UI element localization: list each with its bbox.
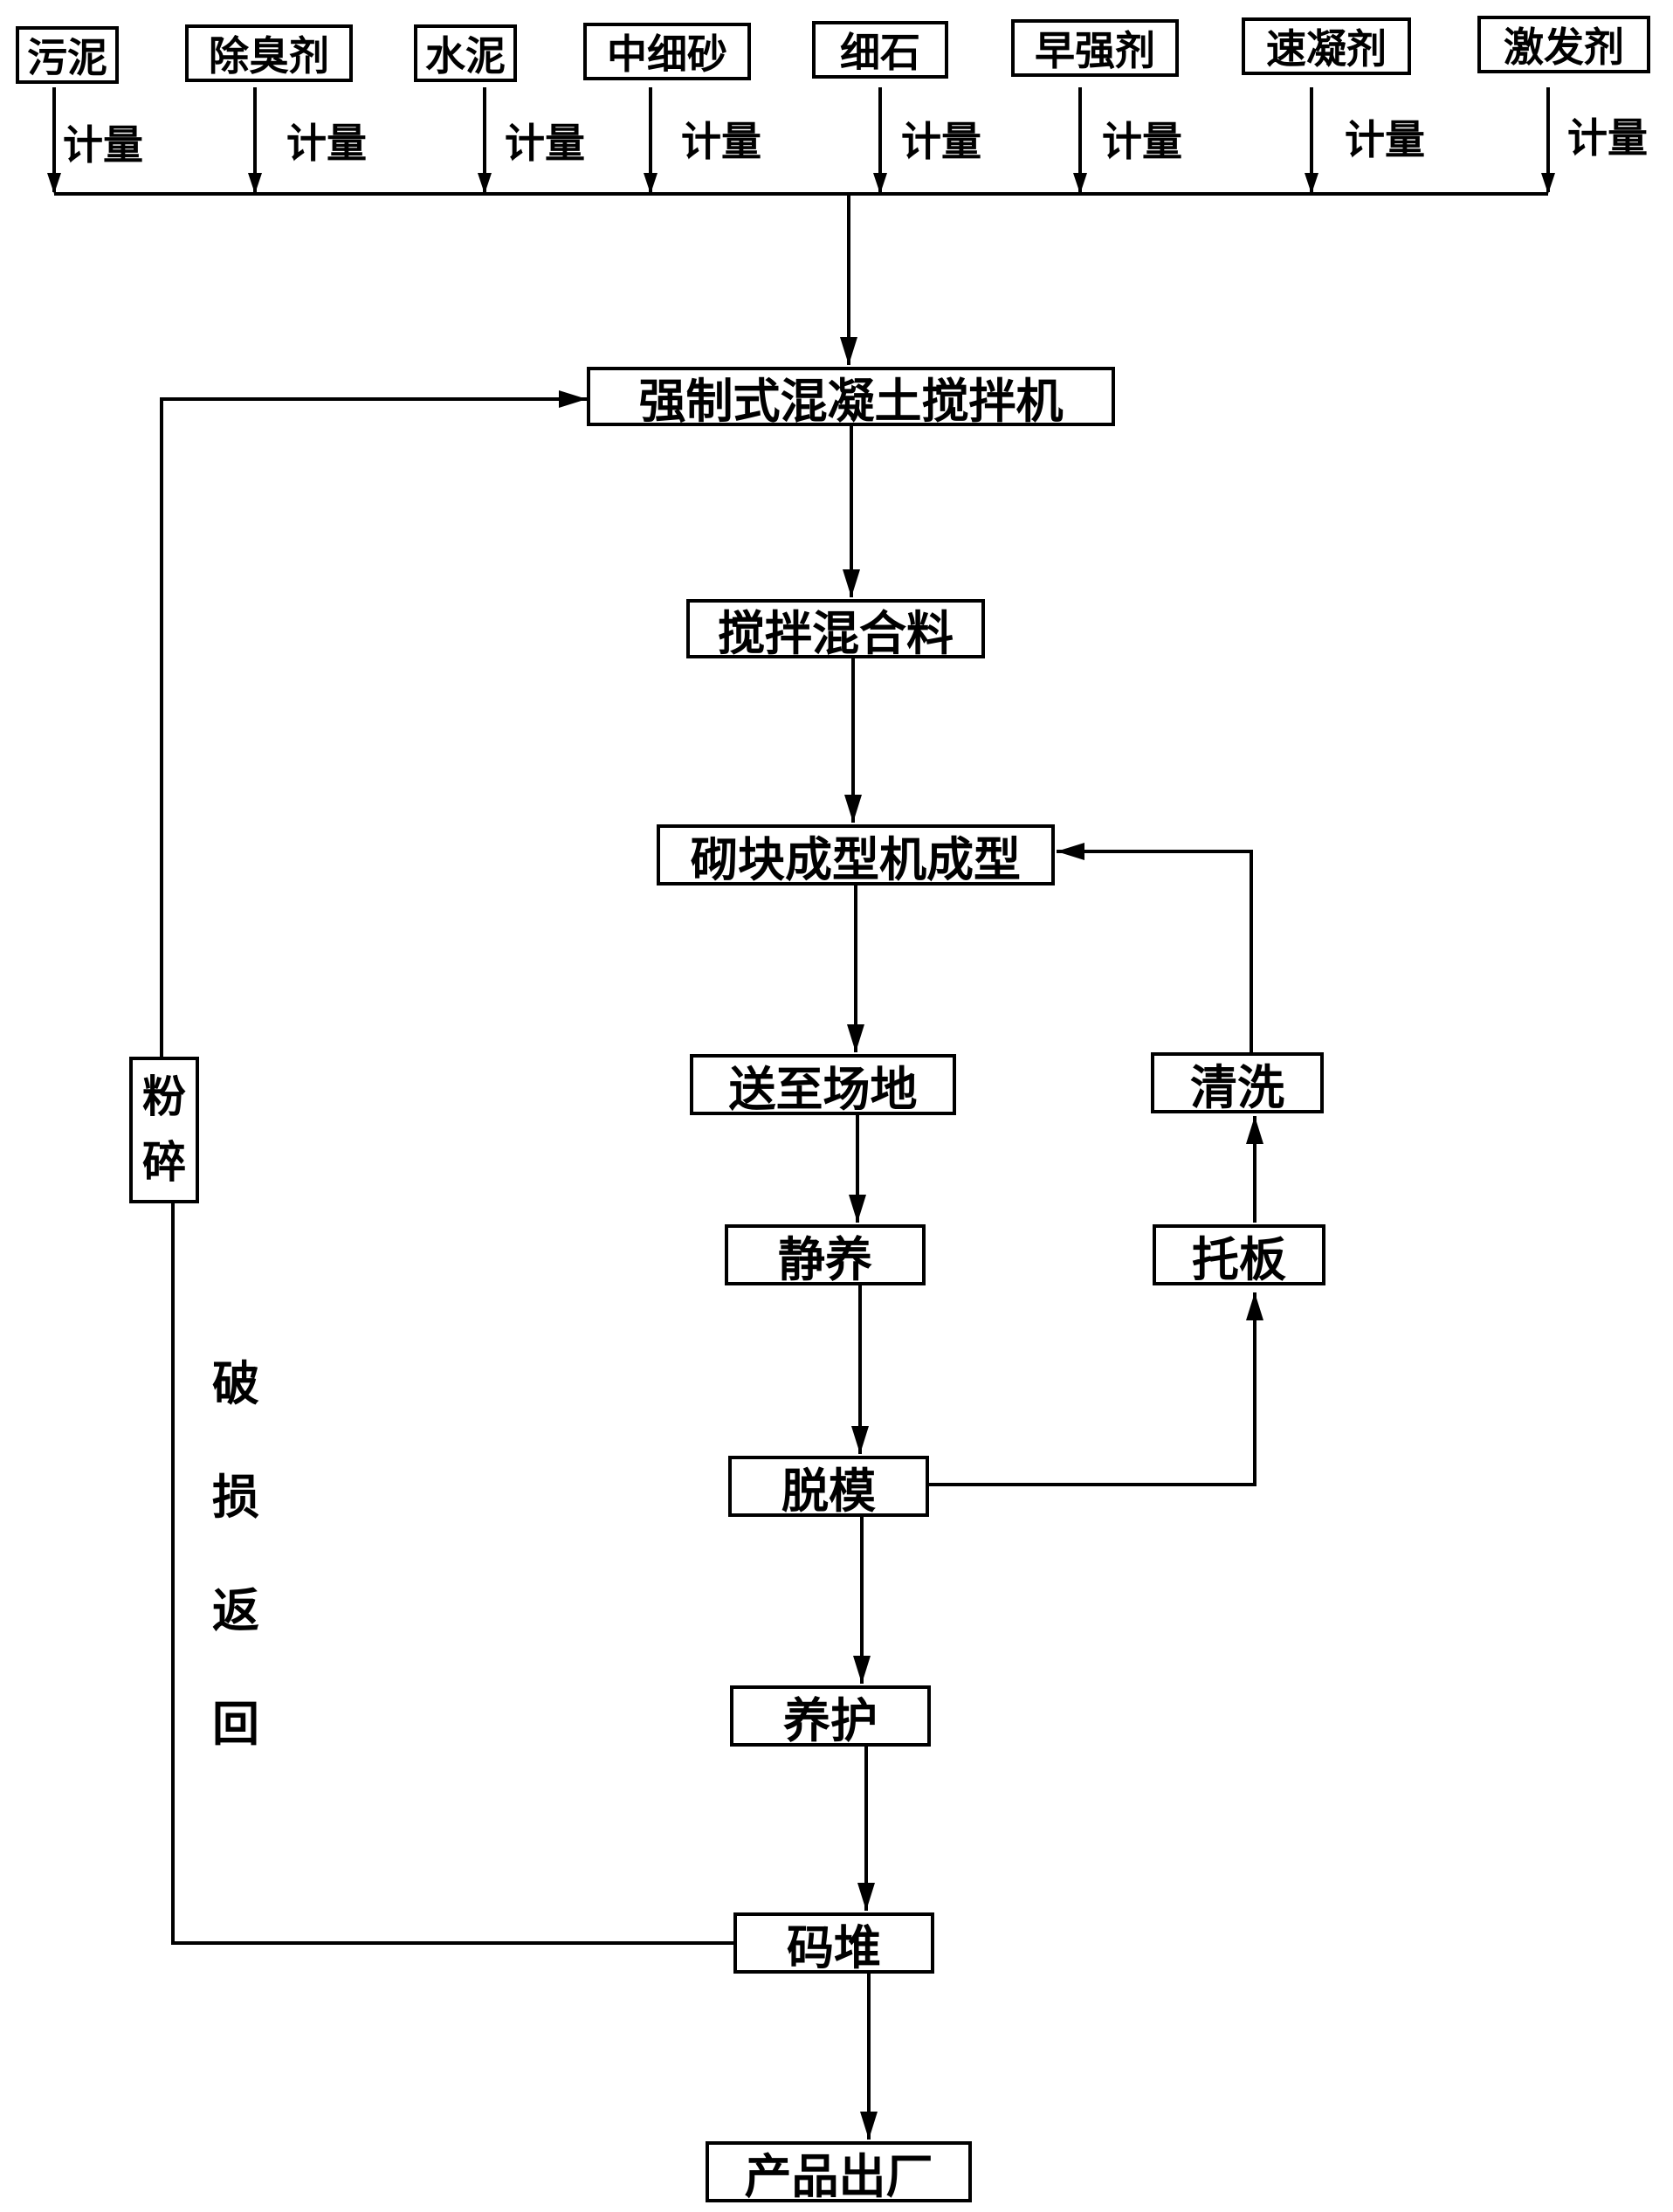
step-transport: 送至场地 xyxy=(690,1054,956,1117)
step-clean: 清洗 xyxy=(1151,1052,1324,1115)
input-box-sludge: 污泥 xyxy=(16,26,119,84)
input-box-fine-stone: 细石 xyxy=(812,21,948,79)
step-curing: 养护 xyxy=(730,1685,931,1748)
input-box-deodorant: 除臭剂 xyxy=(185,24,353,82)
step-crush: 粉 碎 xyxy=(129,1057,199,1203)
step-demold: 脱模 xyxy=(728,1456,929,1519)
damaged-return-label: 破 损 返 回 xyxy=(210,1345,262,1799)
step-product-out: 产品出厂 xyxy=(706,2141,972,2204)
input-box-cement: 水泥 xyxy=(414,24,517,82)
input-box-early-strength-agent: 早强剂 xyxy=(1011,19,1179,77)
return-char-3: 返 xyxy=(212,1583,259,1638)
input-box-fine-sand: 中细砂 xyxy=(583,23,751,80)
step-forming: 砌块成型机成型 xyxy=(657,824,1055,887)
measure-label: 计量 xyxy=(505,120,585,167)
measure-label: 计量 xyxy=(63,121,143,169)
return-char-1: 破 xyxy=(212,1356,259,1411)
crush-char-1: 粉 xyxy=(142,1072,186,1122)
input-box-accelerator: 速凝剂 xyxy=(1242,17,1411,75)
return-char-2: 损 xyxy=(212,1470,259,1525)
arrow-clean-forming xyxy=(1057,850,1253,1052)
return-line-crush-mixer xyxy=(160,397,587,1057)
measure-label: 计量 xyxy=(681,118,761,165)
crush-char-2: 碎 xyxy=(142,1137,186,1188)
measure-label: 计量 xyxy=(1345,116,1425,163)
measure-label: 计量 xyxy=(1102,118,1182,165)
arrow-demold-pallet xyxy=(928,1292,1256,1486)
step-mixer: 强制式混凝土搅拌机 xyxy=(587,367,1115,429)
step-stack: 码堆 xyxy=(733,1912,934,1975)
step-pallet: 托板 xyxy=(1153,1224,1325,1287)
measure-label: 计量 xyxy=(901,118,981,165)
input-box-activator: 激发剂 xyxy=(1477,16,1650,73)
measure-label: 计量 xyxy=(1567,114,1648,162)
step-static-cure: 静养 xyxy=(725,1224,926,1287)
return-line-stack-crush xyxy=(171,1201,733,1945)
measure-label: 计量 xyxy=(286,120,367,167)
step-mix-material: 搅拌混合料 xyxy=(686,599,985,661)
return-char-4: 回 xyxy=(212,1697,259,1752)
